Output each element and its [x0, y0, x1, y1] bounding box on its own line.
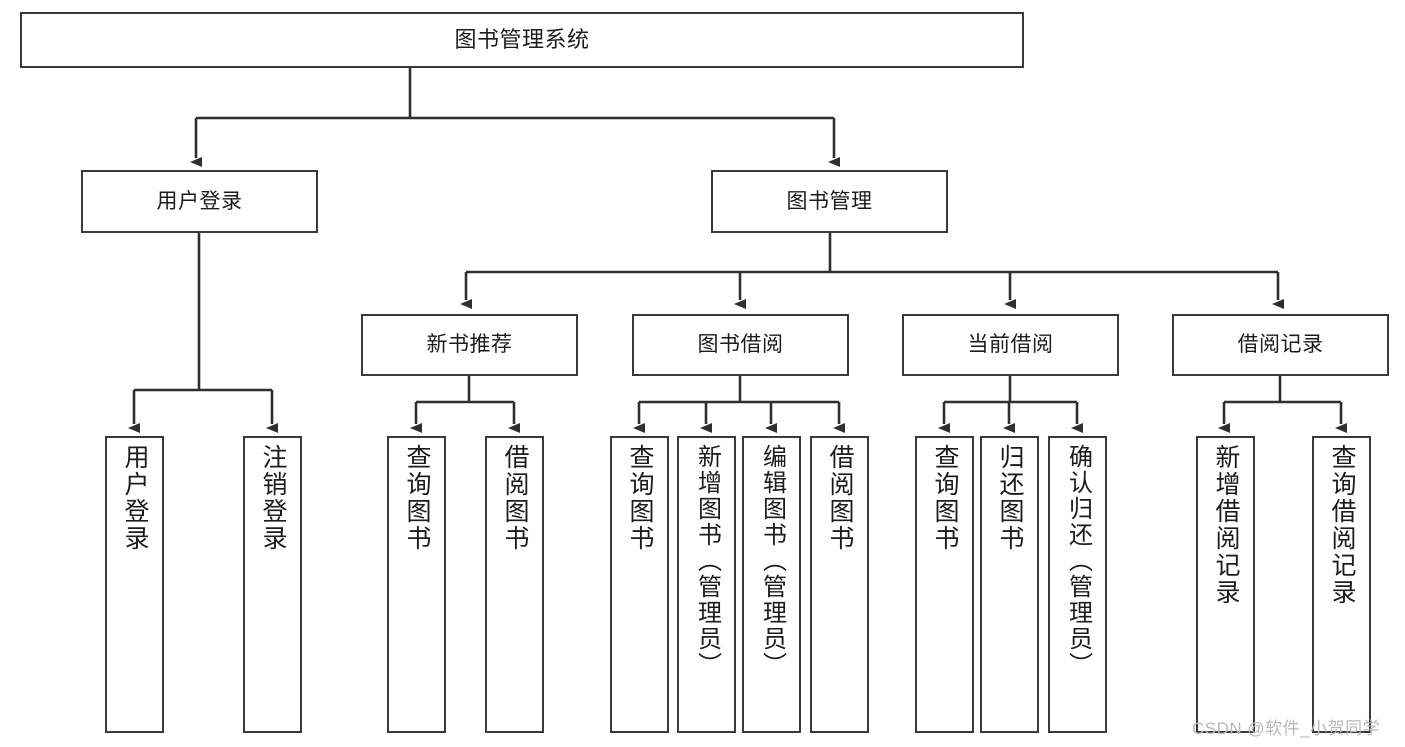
node-label: 注销登录	[259, 444, 287, 552]
node-user-login[interactable]: 用户登录	[81, 170, 318, 233]
node-label: 图书借阅	[697, 333, 784, 357]
node-label: 新增借阅记录	[1212, 444, 1240, 606]
node-label: 图书管理系统	[454, 26, 590, 52]
node-book-borrow[interactable]: 图书借阅	[632, 314, 849, 376]
node-label: 新增图书（管理员）	[693, 444, 721, 678]
node-label: 查询图书	[626, 444, 654, 552]
leaf-query-book-borrow[interactable]: 查询图书	[610, 436, 669, 733]
leaf-add-borrow-record[interactable]: 新增借阅记录	[1196, 436, 1255, 733]
node-label: 编辑图书（管理员）	[758, 444, 786, 678]
node-label: 借阅图书	[826, 444, 854, 552]
node-borrow-record[interactable]: 借阅记录	[1172, 314, 1389, 376]
node-label: 查询图书	[403, 444, 431, 552]
leaf-query-book-recommend[interactable]: 查询图书	[387, 436, 446, 733]
node-label: 查询借阅记录	[1328, 444, 1356, 606]
node-label: 借阅记录	[1237, 333, 1324, 357]
leaf-edit-book[interactable]: 编辑图书（管理员）	[742, 436, 801, 733]
node-label: 新书推荐	[426, 333, 513, 357]
leaf-user-login[interactable]: 用户登录	[105, 436, 164, 733]
node-label: 确认归还（管理员）	[1064, 444, 1092, 678]
node-label: 用户登录	[121, 444, 149, 552]
leaf-return-book[interactable]: 归还图书	[980, 436, 1039, 733]
leaf-borrow-book-recommend[interactable]: 借阅图书	[485, 436, 544, 733]
leaf-logout-login[interactable]: 注销登录	[243, 436, 302, 733]
node-label: 归还图书	[996, 444, 1024, 552]
node-label: 用户登录	[156, 189, 243, 213]
node-book-management[interactable]: 图书管理	[711, 170, 948, 233]
csdn-watermark: CSDN @软件_小贺同学	[1192, 719, 1381, 738]
node-root-system[interactable]: 图书管理系统	[20, 12, 1024, 68]
node-label: 图书管理	[786, 189, 873, 213]
leaf-confirm-return[interactable]: 确认归还（管理员）	[1048, 436, 1107, 733]
leaf-query-book-current[interactable]: 查询图书	[915, 436, 974, 733]
node-current-borrow[interactable]: 当前借阅	[902, 314, 1119, 376]
node-label: 当前借阅	[967, 333, 1054, 357]
leaf-add-book[interactable]: 新增图书（管理员）	[677, 436, 736, 733]
leaf-query-borrow-record[interactable]: 查询借阅记录	[1312, 436, 1371, 733]
node-label: 借阅图书	[501, 444, 529, 552]
node-label: 查询图书	[931, 444, 959, 552]
leaf-borrow-book[interactable]: 借阅图书	[810, 436, 869, 733]
node-new-book-recommend[interactable]: 新书推荐	[361, 314, 578, 376]
